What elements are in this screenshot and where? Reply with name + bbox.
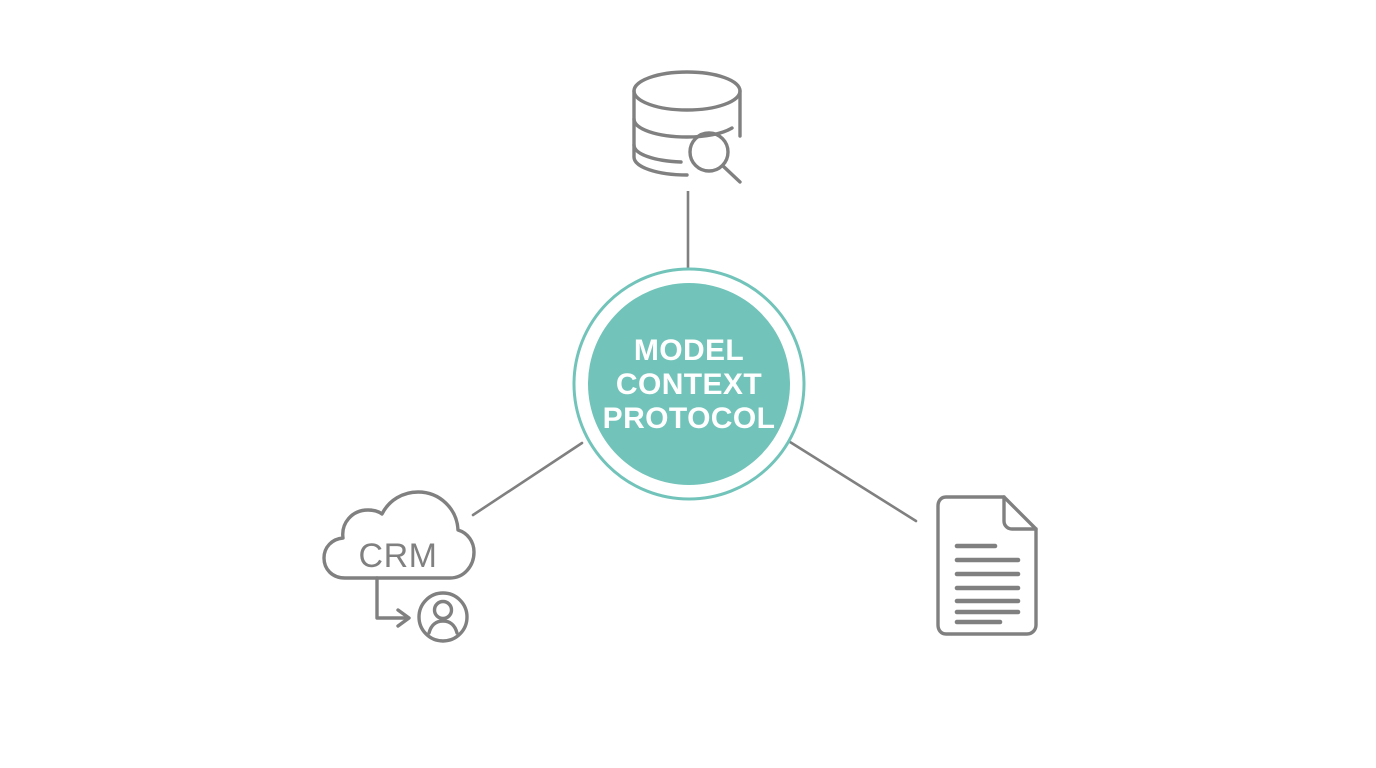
hub-label-line-2: CONTEXT (616, 368, 762, 401)
connector-document-to-hub (788, 440, 918, 523)
user-avatar-outer-circle (417, 591, 469, 643)
connector-crm-to-hub (471, 441, 584, 517)
cloud-crm-user-icon[interactable]: CRM (322, 490, 476, 643)
database-left-wall (632, 89, 689, 177)
crm-label: CRM (359, 537, 438, 575)
search-lens-circle (688, 131, 730, 173)
document-text-lines (954, 543, 1021, 625)
database-tier-line-2 (632, 143, 683, 164)
crm-arrow-path (375, 576, 407, 620)
database-top-ellipse (632, 70, 742, 112)
crm-arrow-head (396, 608, 411, 628)
document-page-outline (936, 495, 1038, 636)
user-avatar-head (432, 599, 454, 621)
document-lines-icon[interactable] (936, 495, 1038, 636)
document-fold-corner (1002, 495, 1038, 531)
model-context-protocol-hub[interactable]: MODEL CONTEXT PROTOCOL (572, 267, 806, 501)
search-handle-line (721, 164, 742, 184)
hub-fill-circle (588, 283, 790, 485)
database-tier-line-1 (632, 117, 734, 139)
user-avatar-shoulders (427, 619, 459, 635)
hub-label-line-1: MODEL (634, 334, 744, 367)
cloud-outline (322, 490, 476, 580)
database-search-icon[interactable] (632, 70, 742, 184)
hub-label-line-3: PROTOCOL (603, 402, 776, 435)
connector-group (471, 191, 918, 523)
hub-outer-ring (572, 267, 806, 501)
